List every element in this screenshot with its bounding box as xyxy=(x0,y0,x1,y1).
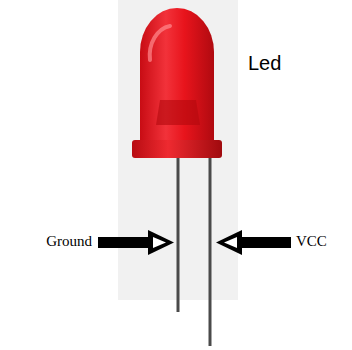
pin-label: Ground xyxy=(46,233,92,250)
led-rim xyxy=(132,140,222,158)
vcc-arrow xyxy=(216,230,291,255)
ground-arrow xyxy=(98,230,174,255)
led-dome xyxy=(140,8,214,148)
anode-leg xyxy=(209,155,212,346)
part-label: Led xyxy=(248,52,281,75)
led-highlight xyxy=(150,26,170,60)
led-die xyxy=(156,100,200,125)
pin-label: VCC xyxy=(296,233,327,250)
cathode-leg xyxy=(177,155,180,312)
